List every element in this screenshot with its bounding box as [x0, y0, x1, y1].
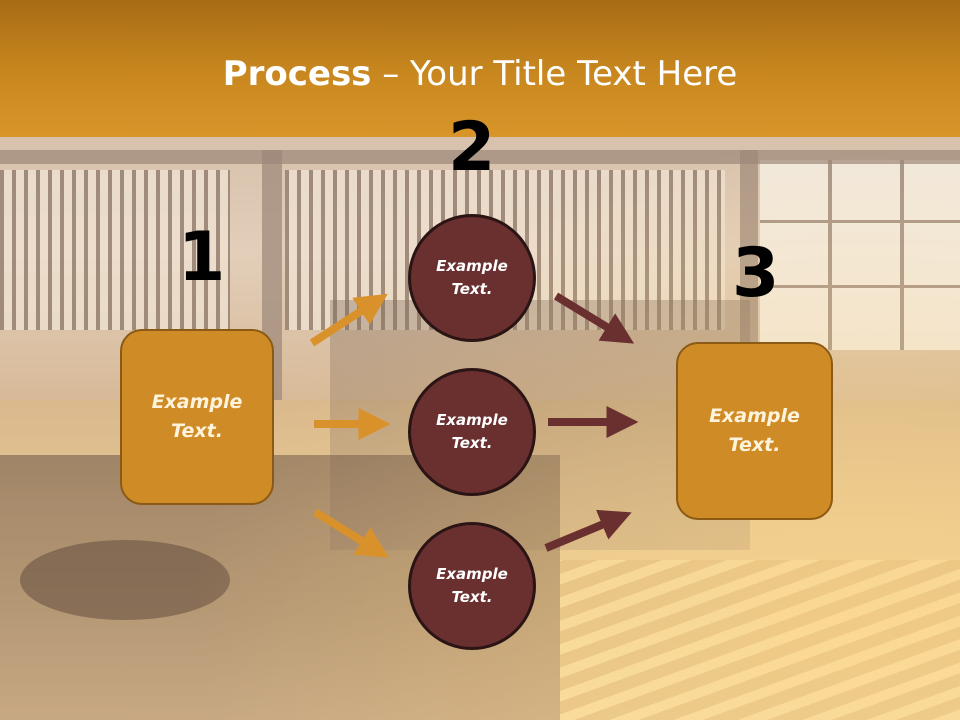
- page-title: Process – Your Title Text Here: [0, 52, 960, 96]
- step-2-circle-bottom: Example Text.: [408, 522, 536, 650]
- arrow-1-to-bottom: [312, 508, 390, 558]
- title-bold: Process: [222, 54, 372, 94]
- background-light-stripes: [560, 560, 960, 720]
- step-1-box: Example Text.: [120, 329, 274, 505]
- circle-top-line1: Example: [436, 257, 508, 275]
- background-pillar: [740, 150, 758, 370]
- background-lattice-left: [0, 170, 230, 330]
- circle-middle-line1: Example: [436, 411, 508, 429]
- background-beam: [0, 150, 960, 164]
- step-3-text-line2: Text.: [728, 434, 781, 456]
- step-2-circle-top: Example Text.: [408, 214, 536, 342]
- circle-top-line2: Text.: [451, 280, 493, 298]
- step-number-1: 1: [178, 218, 226, 297]
- step-number-3: 3: [732, 234, 780, 313]
- circle-bottom-line1: Example: [436, 565, 508, 583]
- step-1-text-line1: Example: [151, 391, 243, 413]
- circle-middle-line2: Text.: [451, 434, 493, 452]
- arrow-top-to-3: [553, 292, 635, 344]
- title-rest: – Your Title Text Here: [371, 54, 738, 94]
- title-banner: [0, 0, 960, 137]
- circle-bottom-line2: Text.: [451, 588, 493, 606]
- arrow-1-to-top: [309, 293, 388, 347]
- background-window: [760, 160, 960, 350]
- step-2-circle-middle: Example Text.: [408, 368, 536, 496]
- arrow-bottom-to-3: [544, 509, 632, 552]
- step-3-text-line1: Example: [709, 405, 800, 427]
- background-tray: [20, 540, 230, 620]
- step-number-2: 2: [448, 108, 496, 187]
- step-3-box: Example Text.: [676, 342, 833, 520]
- step-1-text-line2: Text.: [171, 420, 223, 442]
